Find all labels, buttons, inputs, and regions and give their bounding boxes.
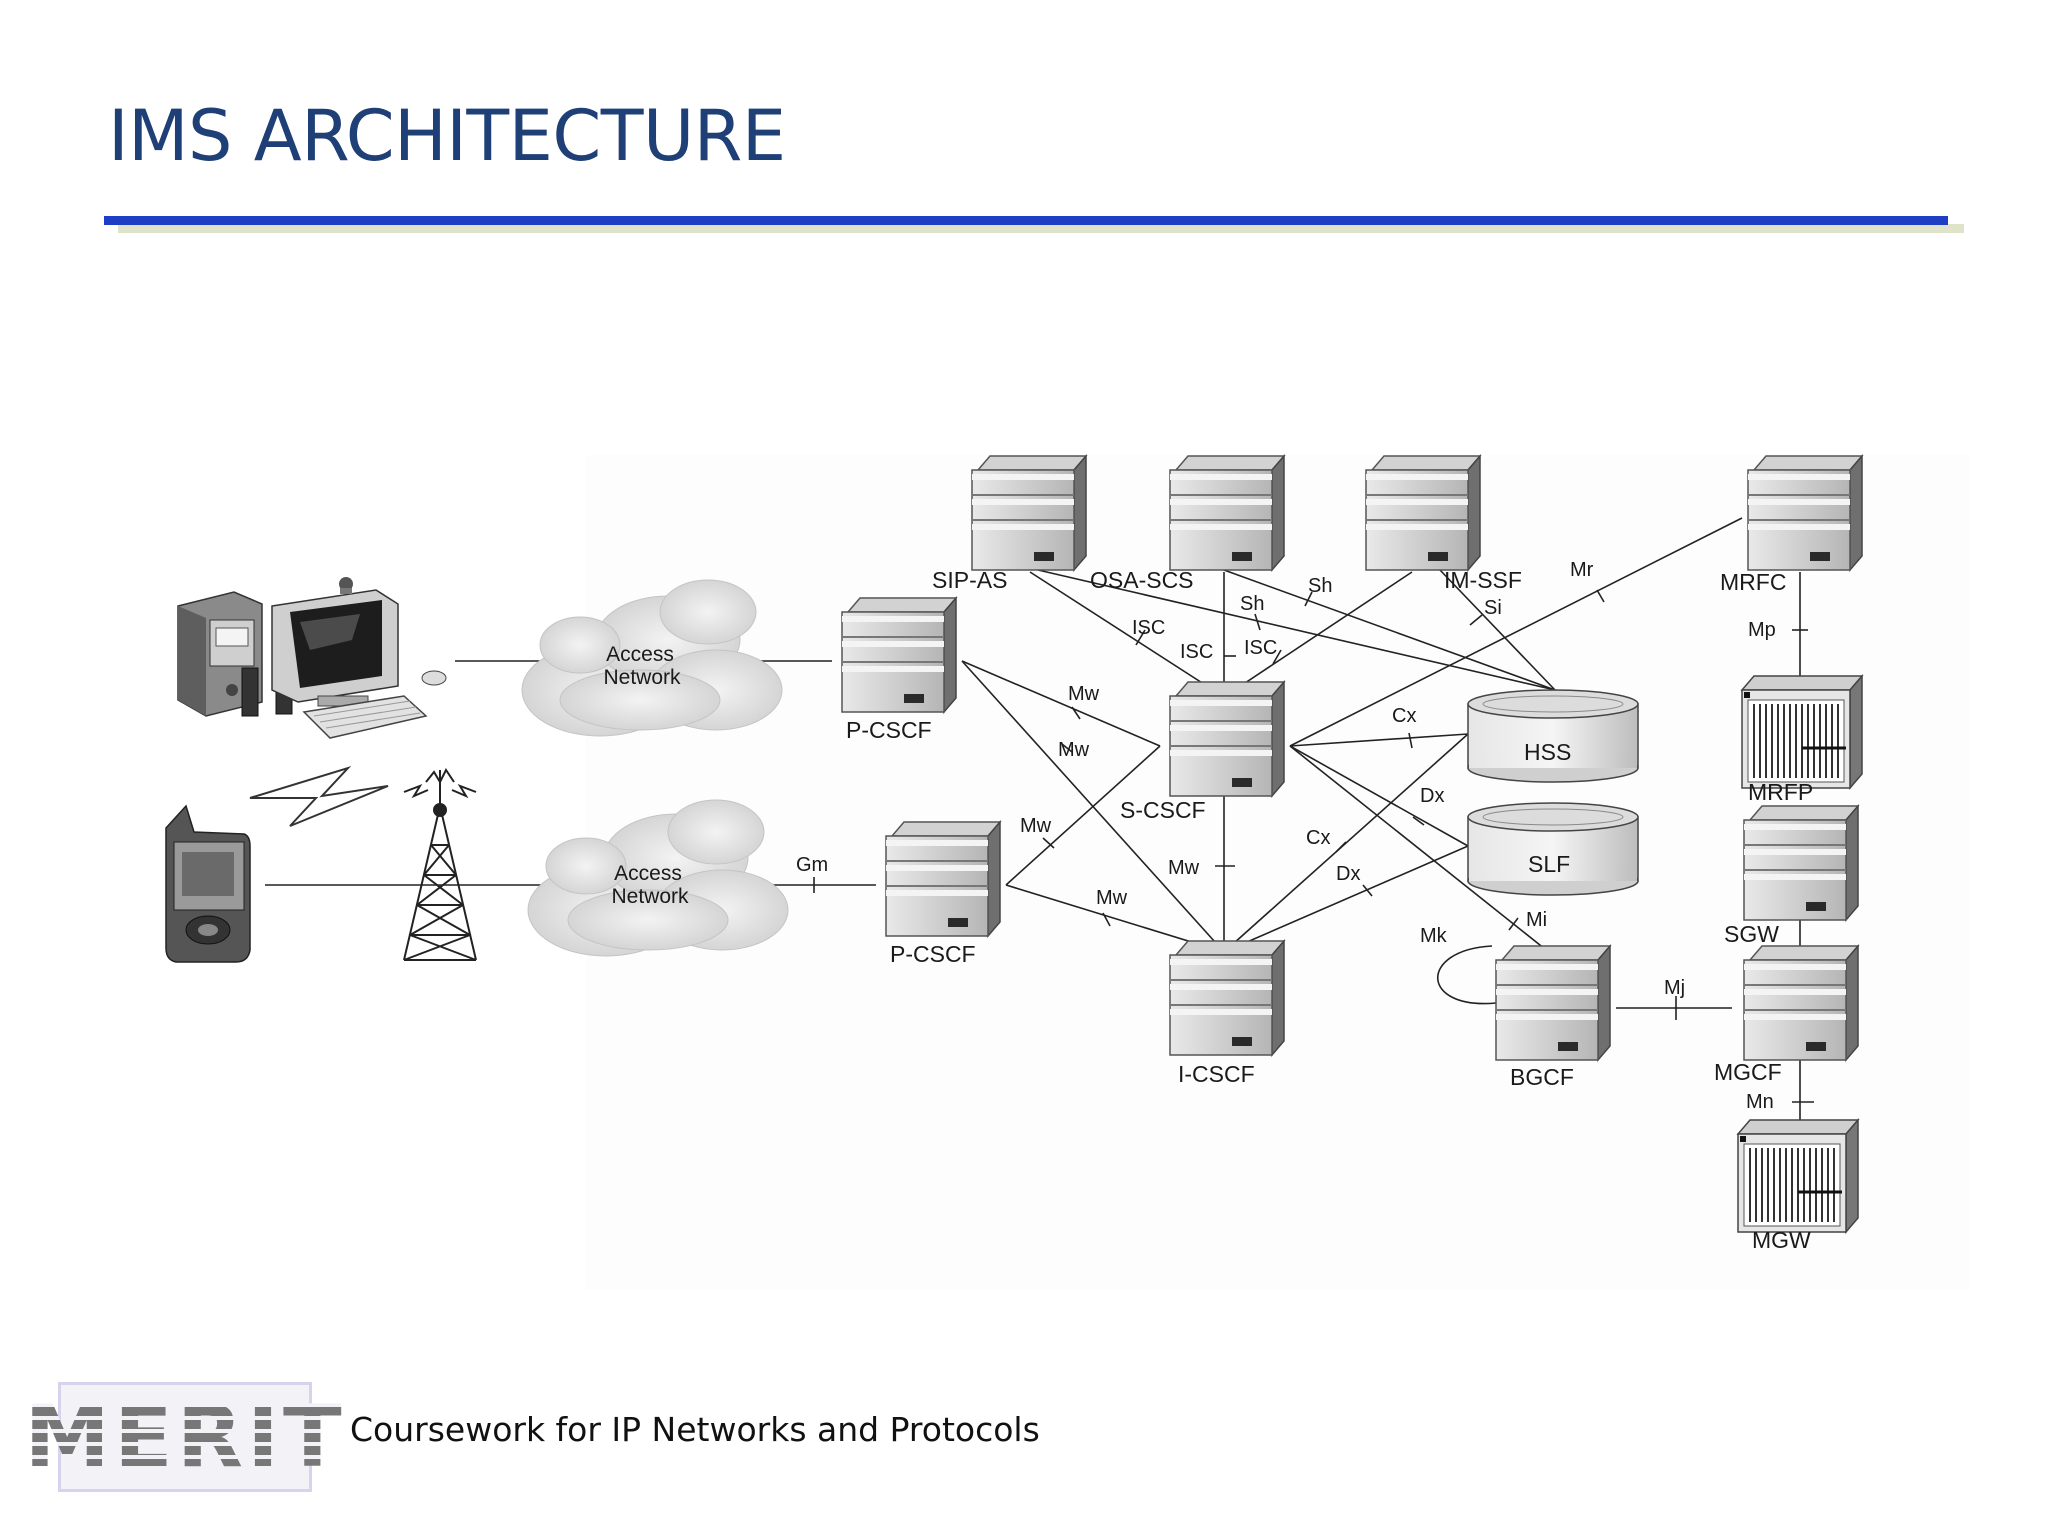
interface-label-dx: Dx [1336, 863, 1360, 885]
hss-database-icon [1467, 689, 1639, 783]
sgw-server-icon [1743, 805, 1859, 921]
merit-logo: MERIT [24, 1382, 342, 1492]
osa-scs-server-icon [1169, 455, 1285, 571]
wireless-signal-icon [249, 765, 389, 827]
interface-label-isc: ISC [1180, 641, 1213, 663]
interface-label-mn: Mn [1746, 1091, 1774, 1113]
desktop-computer-icon [177, 577, 447, 739]
p-cscf-top-server-icon [841, 597, 957, 713]
access-network-cloud-top: Access Network [521, 579, 783, 737]
i-cscf-server-icon [1169, 940, 1285, 1056]
title-rule-shadow [118, 224, 1964, 233]
mobile-phone-icon [165, 804, 251, 963]
cloud-label-line1: Access [606, 643, 674, 666]
mrfp-rack-icon [1740, 674, 1864, 790]
interface-label-si: Si [1484, 597, 1502, 619]
node-label-mrfc: MRFC [1720, 569, 1786, 595]
interface-label-mw: Mw [1068, 683, 1100, 705]
slf-database-icon [1467, 802, 1639, 896]
interface-label-mw: Mw [1020, 815, 1052, 837]
interface-label-mr: Mr [1570, 559, 1594, 581]
node-label-bgcf: BGCF [1510, 1064, 1574, 1090]
interface-label-cx: Cx [1392, 705, 1416, 727]
cloud-label-line2: Network [603, 666, 681, 689]
node-label-mgcf: MGCF [1714, 1059, 1782, 1085]
access-network-cloud-bottom: Access Network [527, 799, 789, 957]
footer-text: Coursework for IP Networks and Protocols [350, 1410, 1040, 1449]
node-label-p-cscf-bottom: P-CSCF [890, 941, 976, 967]
node-label-slf: SLF [1528, 851, 1570, 877]
interface-label-mw: Mw [1168, 857, 1200, 879]
radio-tower-icon [403, 768, 477, 961]
node-label-sip-as: SIP-AS [932, 567, 1007, 593]
sip-as-server-icon [971, 455, 1087, 571]
interface-label-isc: ISC [1244, 637, 1277, 659]
interface-label-cx: Cx [1306, 827, 1330, 849]
cloud-label-line1: Access [614, 862, 682, 885]
node-label-i-cscf: I-CSCF [1178, 1061, 1255, 1087]
interface-label-sh: Sh [1308, 575, 1332, 597]
logo-text: MERIT [24, 1387, 346, 1487]
node-label-osa-scs: OSA-SCS [1090, 567, 1194, 593]
mgw-rack-icon [1736, 1118, 1860, 1234]
title-rule [104, 216, 1948, 225]
interface-label-mp: Mp [1748, 619, 1776, 641]
node-label-s-cscf: S-CSCF [1120, 797, 1206, 823]
node-label-hss: HSS [1524, 739, 1571, 765]
interface-label-mj: Mj [1664, 977, 1685, 999]
s-cscf-server-icon [1169, 681, 1285, 797]
slide-title: IMS ARCHITECTURE [108, 95, 786, 177]
interface-label-gm: Gm [796, 854, 828, 876]
interface-label-dx: Dx [1420, 785, 1444, 807]
interface-ticks [813, 589, 1814, 1103]
node-label-sgw: SGW [1724, 921, 1779, 947]
mrfc-server-icon [1747, 455, 1863, 571]
node-label-mrfp: MRFP [1748, 779, 1813, 805]
node-label-im-ssf: IM-SSF [1444, 567, 1522, 593]
interface-label-mw: Mw [1058, 739, 1090, 761]
interface-label-sh: Sh [1240, 593, 1264, 615]
interface-label-isc: ISC [1132, 617, 1165, 639]
node-label-mgw: MGW [1752, 1227, 1811, 1253]
connection-lines [265, 517, 1801, 1128]
interface-label-mi: Mi [1526, 909, 1547, 931]
p-cscf-bottom-server-icon [885, 821, 1001, 937]
mgcf-server-icon [1743, 945, 1859, 1061]
interface-label-mw: Mw [1096, 887, 1128, 909]
cloud-label-line2: Network [611, 885, 689, 908]
node-label-p-cscf-top: P-CSCF [846, 717, 932, 743]
im-ssf-server-icon [1365, 455, 1481, 571]
interface-label-mk: Mk [1420, 925, 1448, 947]
bgcf-server-icon [1495, 945, 1611, 1061]
